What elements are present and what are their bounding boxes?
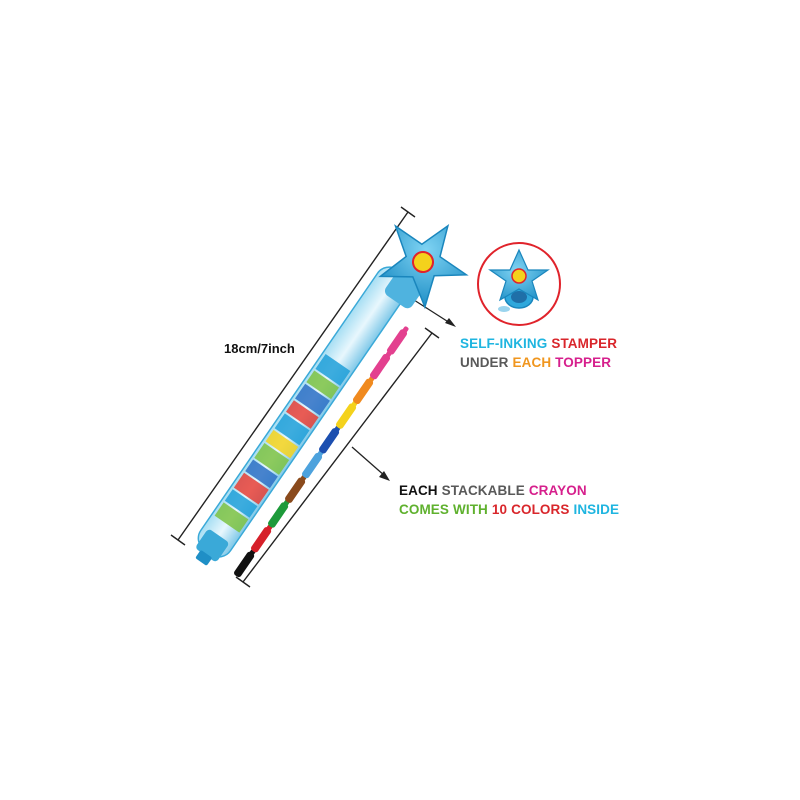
crayon-word-5: WITH <box>453 502 488 517</box>
crayon-word-6: 10 <box>491 502 508 517</box>
crayon-pointer-arrow <box>379 471 390 481</box>
crayon-word-4: COMES <box>399 502 450 517</box>
stamper-word-5: TOPPER <box>555 355 612 370</box>
crayon-word-1: EACH <box>399 483 438 498</box>
dimension-label: 18cm/7inch <box>224 341 295 356</box>
crayon-word-8: INSIDE <box>573 502 620 517</box>
crayon-word-7: COLORS <box>511 502 570 517</box>
crayon-segment <box>285 477 306 503</box>
crayon-segment <box>336 403 357 429</box>
crayon-segment <box>319 428 340 454</box>
stamper-word-3: UNDER <box>460 355 509 370</box>
stamper-word-1: SELF-INKING <box>460 336 548 351</box>
crayon-segment <box>352 378 374 404</box>
stamper-inset <box>477 242 561 326</box>
crayon-segment <box>251 527 272 553</box>
crayon-word-3: CRAYON <box>528 483 587 498</box>
crayon-segment <box>268 502 289 528</box>
stackable-crayon <box>234 326 409 578</box>
tube-graphics <box>214 354 351 533</box>
stamper-pointer <box>413 299 451 324</box>
stamper-word-2: STAMPER <box>551 336 618 351</box>
crayon-tube <box>195 266 411 566</box>
star-topper <box>378 223 469 310</box>
crayon-segment <box>386 329 408 355</box>
crayon-segment-tip <box>402 326 409 333</box>
crayon-segment <box>369 354 391 380</box>
crayon-segment <box>302 452 323 479</box>
crayon-segment <box>234 551 255 578</box>
dimension-bracket <box>170 206 416 546</box>
crayon-pointer <box>351 446 386 477</box>
stamper-word-4: EACH <box>512 355 552 370</box>
crayon-word-2: STACKABLE <box>441 483 525 498</box>
stamper-pointer-arrow <box>445 318 456 327</box>
crayon-bracket <box>235 327 440 588</box>
